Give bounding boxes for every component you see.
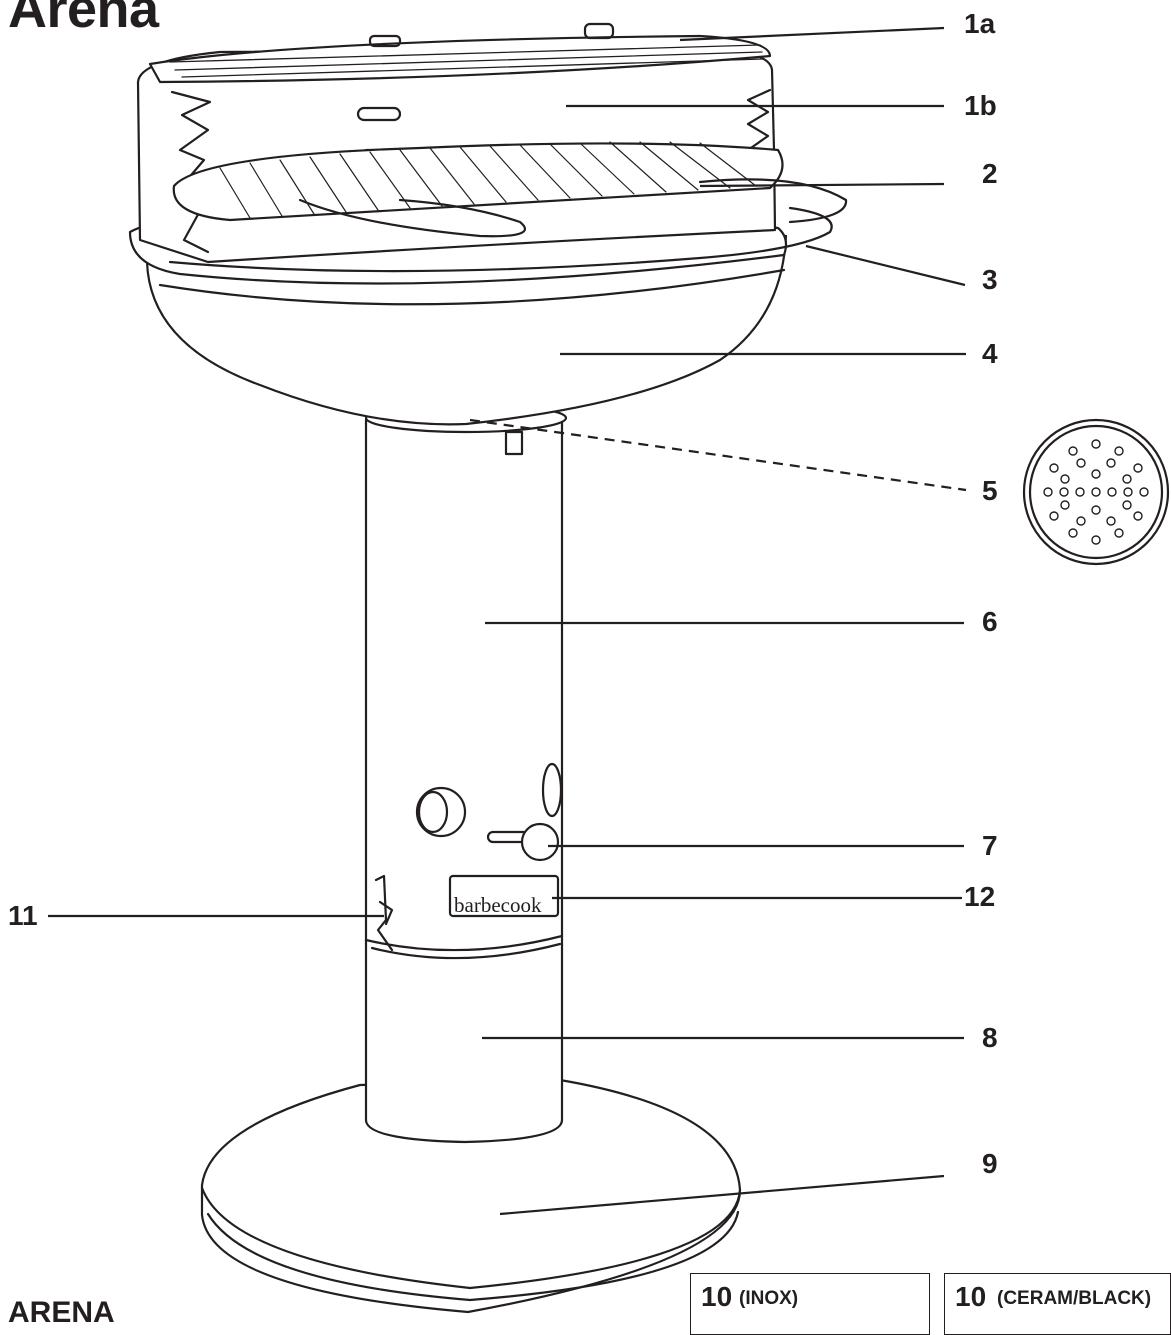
bowl-handle	[168, 178, 848, 273]
leader-1a	[679, 26, 945, 42]
variant-box-ceram-black: 10 (CERAM/BLACK)	[944, 1273, 1171, 1335]
variant-box-inox: 10 (INOX)	[690, 1273, 930, 1335]
brand-logo-text: barbecook	[454, 893, 542, 917]
variant-number: 10	[955, 1281, 987, 1312]
column	[364, 402, 568, 1144]
callout-2: 2	[982, 158, 998, 189]
column-notch	[504, 430, 524, 456]
leader-5	[469, 418, 967, 492]
ash-pan-clip	[374, 874, 394, 952]
leader-2	[699, 182, 945, 188]
leader-9	[499, 1174, 945, 1216]
top-warming-rack	[148, 22, 772, 84]
leader-3	[805, 244, 966, 287]
callout-1a: 1a	[964, 8, 996, 39]
air-vents	[415, 762, 563, 862]
grill-grid	[172, 141, 784, 238]
callout-8: 8	[982, 1022, 998, 1053]
callout-6: 6	[982, 606, 998, 637]
callout-1b: 1b	[964, 90, 997, 121]
callout-7: 7	[982, 830, 998, 861]
footer-title: ARENA	[8, 1296, 115, 1329]
callout-12: 12	[964, 881, 996, 912]
callout-4: 4	[982, 338, 998, 369]
base-plate	[200, 1078, 742, 1314]
charcoal-grate-detail	[1022, 418, 1170, 566]
leader-lines	[48, 26, 967, 1216]
callout-11: 11	[8, 900, 38, 931]
callout-9: 9	[982, 1148, 998, 1179]
variant-number: 10	[701, 1281, 733, 1312]
variant-label: (INOX)	[739, 1288, 799, 1309]
brand-logo-plate: barbecook	[448, 874, 560, 918]
variant-label: (CERAM/BLACK)	[997, 1288, 1152, 1309]
diagram-title: Arena	[8, 0, 159, 39]
callout-3: 3	[982, 264, 998, 295]
callout-5: 5	[982, 475, 998, 506]
